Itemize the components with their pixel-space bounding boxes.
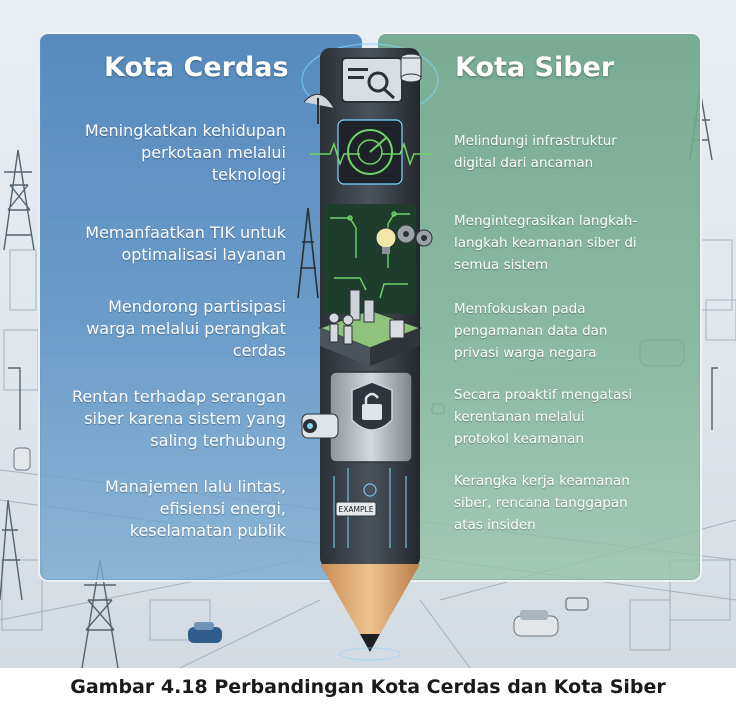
text-line: Meningkatkan kehidupan xyxy=(84,121,286,140)
text-line: cerdas xyxy=(232,341,286,360)
text-line: semua sistem xyxy=(454,257,549,273)
figure-caption: Gambar 4.18 Perbandingan Kota Cerdas dan… xyxy=(70,676,666,698)
gear-icon xyxy=(396,224,433,247)
text-line: Mengintegrasikan langkah- xyxy=(454,213,638,229)
lightbulb-icon xyxy=(375,227,397,254)
text-line: privasi warga negara xyxy=(454,345,597,361)
satellite-dish-icon xyxy=(303,93,335,124)
text-line: saling terhubung xyxy=(150,431,286,450)
pencil-wood-tip xyxy=(320,564,420,634)
magnifier-icon xyxy=(367,71,389,93)
text-line: langkah keamanan siber di xyxy=(454,235,637,251)
padlock-icon xyxy=(362,392,382,420)
text-line: siber, rencana tanggapan xyxy=(454,495,628,511)
database-icon xyxy=(400,53,422,83)
smart-city-point-5: Manajemen lalu lintas, efisiensi energi,… xyxy=(46,476,286,542)
text-line: Mendorong partisipasi xyxy=(108,297,286,316)
smart-city-point-2: Memanfaatkan TIK untuk optimalisasi laya… xyxy=(46,222,286,266)
text-line: efisiensi energi, xyxy=(159,499,286,518)
pencil-lead xyxy=(360,634,380,652)
pencil-illustration: EXAMPLE xyxy=(297,43,439,661)
text-line: warga melalui perangkat xyxy=(86,319,286,338)
text-line: teknologi xyxy=(211,165,286,184)
text-line: siber karena sistem yang xyxy=(84,409,286,428)
radar-icon xyxy=(347,129,393,175)
cyber-city-title: Kota Siber xyxy=(455,52,615,83)
cyber-city-point-2: Mengintegrasikan langkah- langkah keaman… xyxy=(454,210,684,276)
text-line: atas insiden xyxy=(454,517,536,533)
text-line: pengamanan data dan xyxy=(454,323,608,339)
smart-city-point-1: Meningkatkan kehidupan perkotaan melalui… xyxy=(46,120,286,186)
text-line: protokol keamanan xyxy=(454,431,584,447)
text-line: Melindungi infrastruktur xyxy=(454,133,617,149)
smart-city-point-3: Mendorong partisipasi warga melalui pera… xyxy=(46,296,286,362)
cctv-camera-icon xyxy=(301,413,339,439)
example-label: EXAMPLE xyxy=(339,505,374,514)
text-line: Secara proaktif mengatasi xyxy=(454,387,633,403)
text-line: optimalisasi layanan xyxy=(121,245,286,264)
cyber-city-point-5: Kerangka kerja keamanan siber, rencana t… xyxy=(454,470,684,536)
text-line: perkotaan melalui xyxy=(141,143,286,162)
text-line: Memfokuskan pada xyxy=(454,301,586,317)
circuit-traces xyxy=(330,211,410,299)
text-line: Rentan terhadap serangan xyxy=(71,387,286,406)
people-icon xyxy=(328,312,354,345)
text-line: Memanfaatkan TIK untuk xyxy=(85,223,286,242)
example-tag xyxy=(335,501,377,517)
text-line: kerentanan melalui xyxy=(454,409,585,425)
cyber-city-point-3: Memfokuskan pada pengamanan data dan pri… xyxy=(454,298,684,364)
radio-tower-icon xyxy=(297,207,319,299)
text-line: keselamatan publik xyxy=(129,521,286,540)
text-line: Manajemen lalu lintas, xyxy=(105,477,286,496)
cyber-city-point-4: Secara proaktif mengatasi kerentanan mel… xyxy=(454,384,684,450)
text-line: Kerangka kerja keamanan xyxy=(454,473,630,489)
cyber-city-point-1: Melindungi infrastruktur digital dari an… xyxy=(454,130,684,174)
pulse-line-icon xyxy=(310,141,360,167)
cyber-city-panel xyxy=(376,32,702,582)
infographic-figure: Kota Cerdas Kota Siber Meningkatkan kehi… xyxy=(0,0,736,668)
text-line: digital dari ancaman xyxy=(454,155,594,171)
smart-city-title: Kota Cerdas xyxy=(104,52,289,83)
smart-city-point-4: Rentan terhadap serangan siber karena si… xyxy=(46,386,286,452)
